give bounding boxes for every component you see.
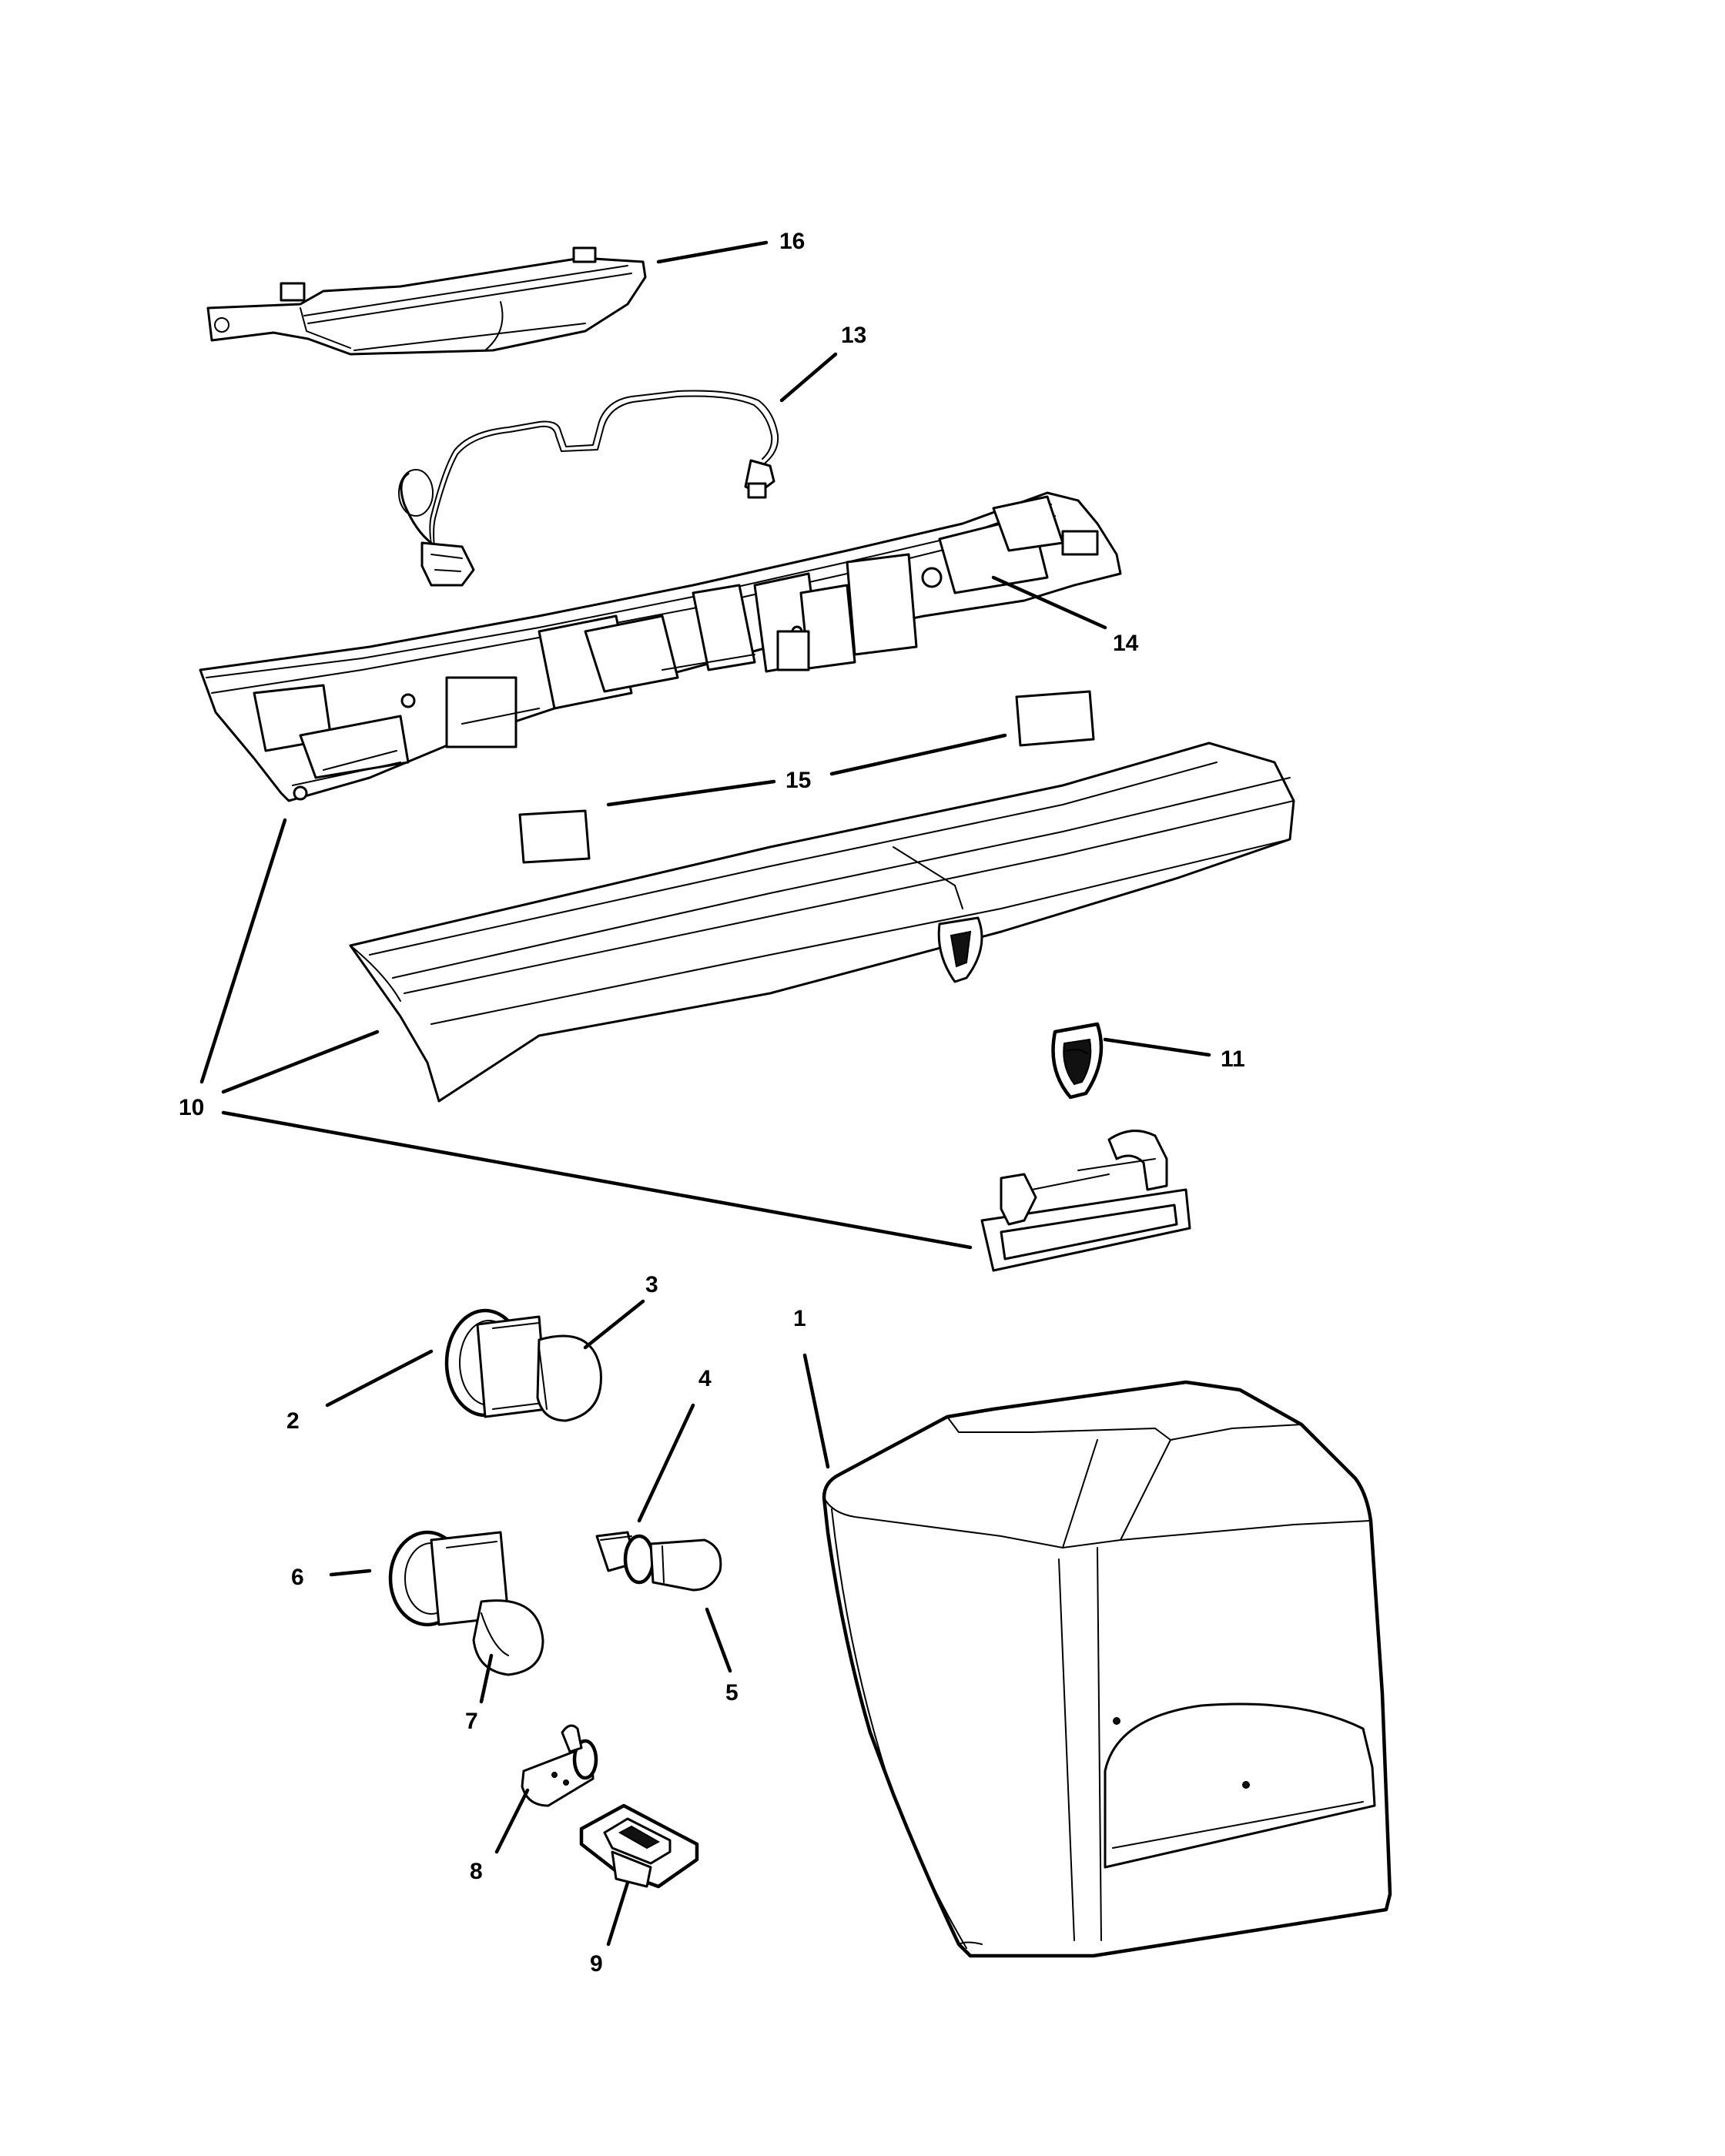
- leader-10-c: [221, 1110, 973, 1250]
- leader-3: [583, 1299, 645, 1350]
- callout-6: 6: [291, 1565, 304, 1590]
- leader-13: [779, 352, 838, 403]
- callout-10: 10: [179, 1095, 204, 1120]
- leader-2: [325, 1349, 434, 1408]
- part-8-bulb: [521, 1724, 598, 1807]
- callout-2: 2: [286, 1408, 300, 1434]
- part-1-tail-lamp: [822, 1380, 1392, 1958]
- leader-7: [479, 1653, 494, 1704]
- leader-4: [637, 1403, 695, 1523]
- part-4-socket: [595, 1531, 655, 1585]
- part-10-mounting-panel: [199, 491, 1122, 802]
- callout-1: 1: [793, 1306, 806, 1331]
- part-3-bulb: [536, 1334, 602, 1422]
- callout-13: 13: [841, 323, 866, 348]
- leader-lines: [199, 240, 1211, 1947]
- leader-8: [494, 1788, 530, 1854]
- part-15-adhesive-pads: [518, 690, 1095, 864]
- leader-16: [656, 240, 769, 264]
- callout-3: 3: [645, 1272, 658, 1297]
- leader-10-b: [221, 1029, 380, 1094]
- callout-11: 11: [1221, 1046, 1245, 1072]
- part-2-socket: [444, 1308, 548, 1418]
- callout-labels: 16 13 14 15 10 11 3 1 2 4 6 5 7 8 9: [179, 229, 1245, 1977]
- leader-5: [705, 1607, 732, 1673]
- leader-15-a: [829, 733, 1007, 776]
- leader-6: [329, 1568, 372, 1577]
- callout-4: 4: [698, 1366, 712, 1391]
- part-16-stop-lamp: [206, 246, 647, 356]
- part-10-trim-panel: [349, 742, 1295, 1103]
- callout-14: 14: [1113, 631, 1139, 656]
- part-10-handle: [980, 1130, 1191, 1272]
- callout-9: 9: [590, 1951, 603, 1977]
- callout-16: 16: [779, 229, 805, 254]
- leader-9: [606, 1880, 630, 1947]
- leader-10-a: [199, 818, 287, 1084]
- leader-11: [1103, 1037, 1211, 1057]
- part-11-emblem: [1051, 1022, 1104, 1100]
- leader-15-b: [606, 779, 776, 807]
- leader-14: [991, 575, 1107, 630]
- callout-8: 8: [470, 1859, 483, 1884]
- part-9-grommet: [579, 1803, 699, 1889]
- callout-5: 5: [725, 1680, 739, 1706]
- part-13-wiring-harness: [398, 390, 779, 587]
- callout-7: 7: [465, 1709, 478, 1734]
- part-5-bulb: [649, 1538, 722, 1592]
- callout-15: 15: [785, 768, 811, 793]
- part-7-bulb: [472, 1599, 544, 1676]
- leader-1: [802, 1353, 830, 1469]
